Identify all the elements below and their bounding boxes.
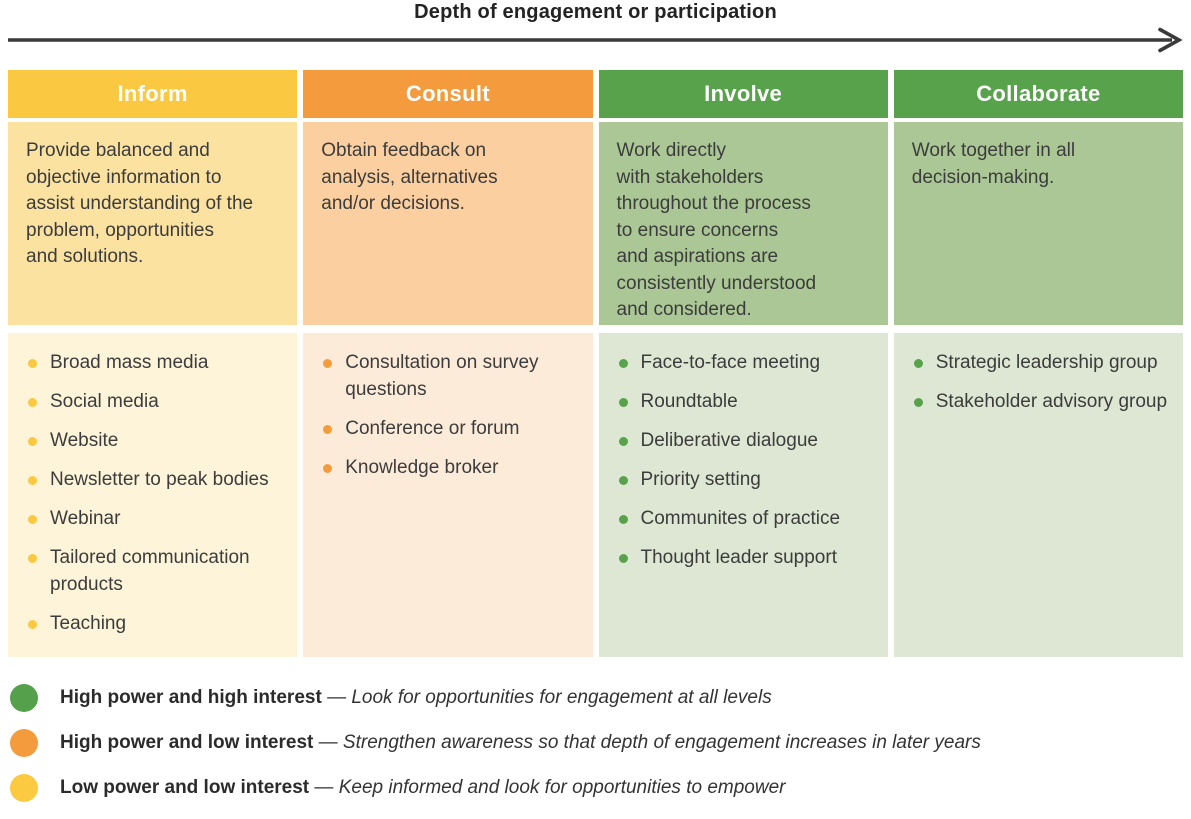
list-item: Thought leader support (618, 545, 878, 572)
legend-row-low-low: Low power and low interest — Keep inform… (10, 774, 1188, 802)
bullet-icon (323, 359, 333, 368)
column-description-inform: Provide balanced and objective informati… (8, 122, 298, 325)
column-description-involve: Work directly with stakeholders througho… (598, 122, 888, 325)
column-consult: Consult Obtain feedback on analysis, alt… (303, 70, 593, 657)
column-header-collaborate: Collaborate (893, 70, 1183, 118)
list-item-label: Consultation on survey questions (345, 352, 539, 400)
list-item-label: Communites of practice (640, 508, 841, 529)
list-item-label: Teaching (50, 612, 127, 634)
yellow-dot-icon (10, 774, 38, 802)
legend-label: High power and low interest (60, 732, 314, 753)
legend-note: Keep informed and look for opportunities… (338, 777, 786, 798)
list-item: Website (28, 428, 287, 455)
list-item: Social media (28, 389, 287, 416)
list-item: Priority setting (618, 467, 878, 494)
list-item-label: Broad mass media (50, 352, 209, 373)
bullet-icon (28, 619, 37, 629)
column-inform: Inform Provide balanced and objective in… (8, 70, 298, 657)
bullet-icon (28, 359, 37, 368)
list-item: Consultation on survey questions (323, 350, 582, 403)
legend-dash: — (318, 732, 338, 753)
list-item-label: Deliberative dialogue (640, 430, 818, 451)
list-item: Communites of practice (618, 506, 878, 533)
list-item: Teaching (28, 611, 287, 638)
column-involve: Involve Work directly with stakeholders … (598, 70, 888, 657)
column-header-consult: Consult (303, 70, 593, 118)
column-description-collaborate: Work together in all decision-making. (893, 122, 1183, 325)
list-item-label: Conference or forum (345, 417, 520, 439)
bullet-icon (618, 554, 628, 563)
list-item: Roundtable (618, 389, 878, 416)
legend-row-high-low: High power and low interest — Strengthen… (10, 729, 1188, 757)
bullet-icon (323, 424, 333, 434)
bullet-icon (618, 476, 628, 485)
column-header-inform: Inform (8, 70, 298, 118)
bullet-icon (618, 515, 628, 524)
list-item: Tailored communication products (28, 545, 287, 598)
legend-label: Low power and low interest (60, 777, 310, 798)
list-item-label: Webinar (50, 508, 121, 529)
diagram-title: Depth of engagement or participation (414, 1, 777, 23)
green-dot-icon (10, 684, 38, 712)
list-item-label: Face-to-face meeting (640, 352, 821, 373)
bullet-icon (618, 359, 628, 368)
legend-dash: — (314, 777, 334, 798)
legend: High power and high interest — Look for … (10, 684, 1188, 819)
orange-dot-icon (10, 729, 38, 757)
bullet-icon (618, 437, 628, 446)
bullet-icon (28, 437, 37, 446)
list-item: Strategic leadership group (913, 350, 1173, 377)
list-item: Broad mass media (28, 350, 287, 377)
list-item-label: Knowledge broker (345, 456, 499, 478)
bullet-icon (323, 463, 333, 473)
list-item: Webinar (28, 506, 287, 533)
bullet-icon (28, 554, 37, 563)
list-item: Knowledge broker (323, 455, 582, 482)
legend-label: High power and high interest (60, 687, 322, 708)
bullet-icon (913, 359, 923, 368)
list-item: Stakeholder advisory group (913, 389, 1173, 416)
depth-axis-arrow (8, 27, 1184, 53)
bullet-icon (913, 398, 923, 407)
list-item: Conference or forum (323, 416, 582, 443)
column-description-consult: Obtain feedback on analysis, alternative… (303, 122, 593, 325)
bullet-icon (28, 515, 37, 524)
list-item-label: Newsletter to peak bodies (50, 469, 269, 490)
column-header-involve: Involve (598, 70, 888, 118)
list-item-label: Thought leader support (640, 547, 837, 568)
list-item: Newsletter to peak bodies (28, 467, 287, 494)
bullet-icon (28, 476, 37, 485)
engagement-table: Inform Provide balanced and objective in… (8, 70, 1183, 657)
list-item-label: Strategic leadership group (935, 352, 1158, 373)
bullet-icon (28, 398, 37, 407)
list-item-label: Roundtable (640, 391, 738, 412)
legend-dash: — (327, 687, 347, 708)
right-arrow-icon (8, 27, 1183, 53)
list-item-label: Tailored communication products (50, 547, 250, 595)
legend-note: Look for opportunities for engagement at… (351, 687, 772, 708)
list-item-label: Website (50, 430, 119, 451)
list-item-label: Social media (50, 391, 159, 412)
column-collaborate: Collaborate Work together in all decisio… (893, 70, 1183, 657)
list-item-label: Priority setting (640, 469, 761, 490)
legend-note: Strengthen awareness so that depth of en… (342, 732, 981, 753)
list-item: Face-to-face meeting (618, 350, 878, 377)
list-item-label: Stakeholder advisory group (935, 391, 1168, 412)
bullet-icon (618, 398, 628, 407)
list-item: Deliberative dialogue (618, 428, 878, 455)
legend-row-high-high: High power and high interest — Look for … (10, 684, 1188, 712)
